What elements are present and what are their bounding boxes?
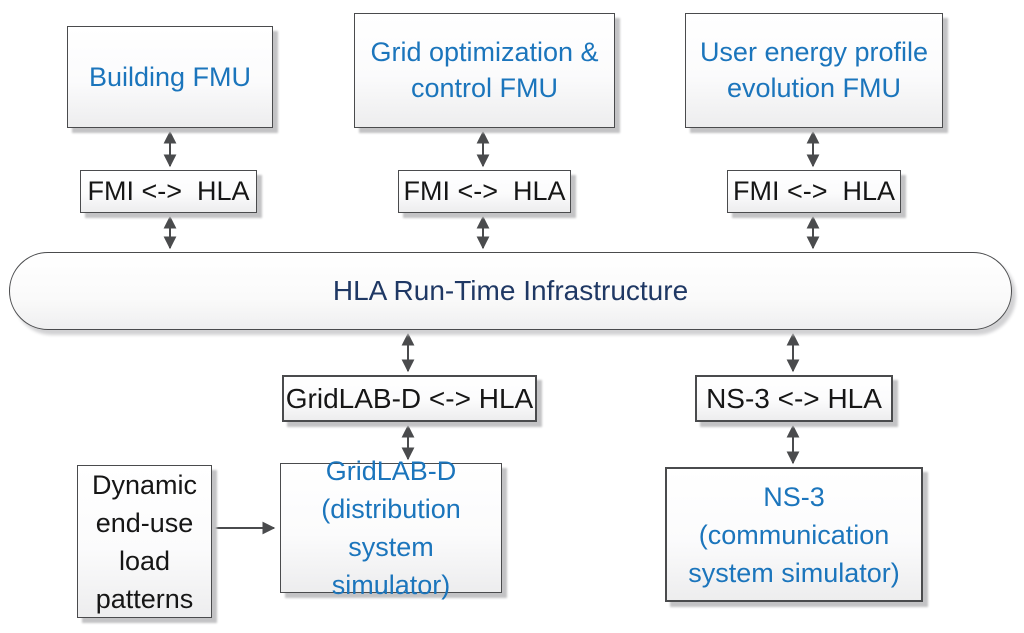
building-fmu-node: Building FMU	[67, 26, 273, 128]
fmi-hla-adapter-user-label: FMI <-> HLA	[732, 176, 896, 206]
user-energy-profile-fmu-node: User energy profile evolution FMU	[685, 13, 943, 128]
hla-runtime-infrastructure-label: HLA Run-Time Infrastructure	[332, 275, 689, 306]
grid-optimization-control-fmu-label: Grid optimization & control FMU	[370, 37, 607, 103]
gridlabd-simulator-label: GridLAB-D (distribution system simulator…	[321, 456, 461, 600]
fmi-hla-adapter-building-label: FMI <-> HLA	[87, 176, 250, 206]
fmi-hla-adapter-user: FMI <-> HLA	[727, 170, 901, 213]
gridlabd-hla-adapter-label: GridLAB-D <-> HLA	[285, 382, 534, 414]
grid-optimization-control-fmu-node: Grid optimization & control FMU	[354, 13, 615, 128]
gridlabd-simulator-node: GridLAB-D (distribution system simulator…	[280, 456, 502, 600]
fmi-hla-adapter-grid: FMI <-> HLA	[398, 170, 571, 213]
gridlabd-hla-adapter: GridLAB-D <-> HLA	[282, 375, 537, 422]
fmi-hla-adapter-grid-label: FMI <-> HLA	[403, 176, 566, 206]
dynamic-end-use-load-patterns-node: Dynamic end-use load patterns	[77, 465, 212, 618]
user-energy-profile-fmu-label: User energy profile evolution FMU	[699, 37, 936, 103]
ns3-hla-adapter-label: NS-3 <-> HLA	[706, 382, 882, 414]
building-fmu-label: Building FMU	[88, 61, 252, 92]
fmi-hla-adapter-building: FMI <-> HLA	[80, 170, 257, 213]
ns3-simulator-node: NS-3 (communication system simulator)	[665, 467, 923, 602]
ns3-hla-adapter: NS-3 <-> HLA	[695, 375, 893, 422]
ns3-simulator-label: NS-3 (communication system simulator)	[688, 481, 900, 588]
hla-runtime-infrastructure-node: HLA Run-Time Infrastructure	[9, 252, 1012, 330]
dynamic-end-use-load-patterns-label: Dynamic end-use load patterns	[91, 469, 198, 614]
